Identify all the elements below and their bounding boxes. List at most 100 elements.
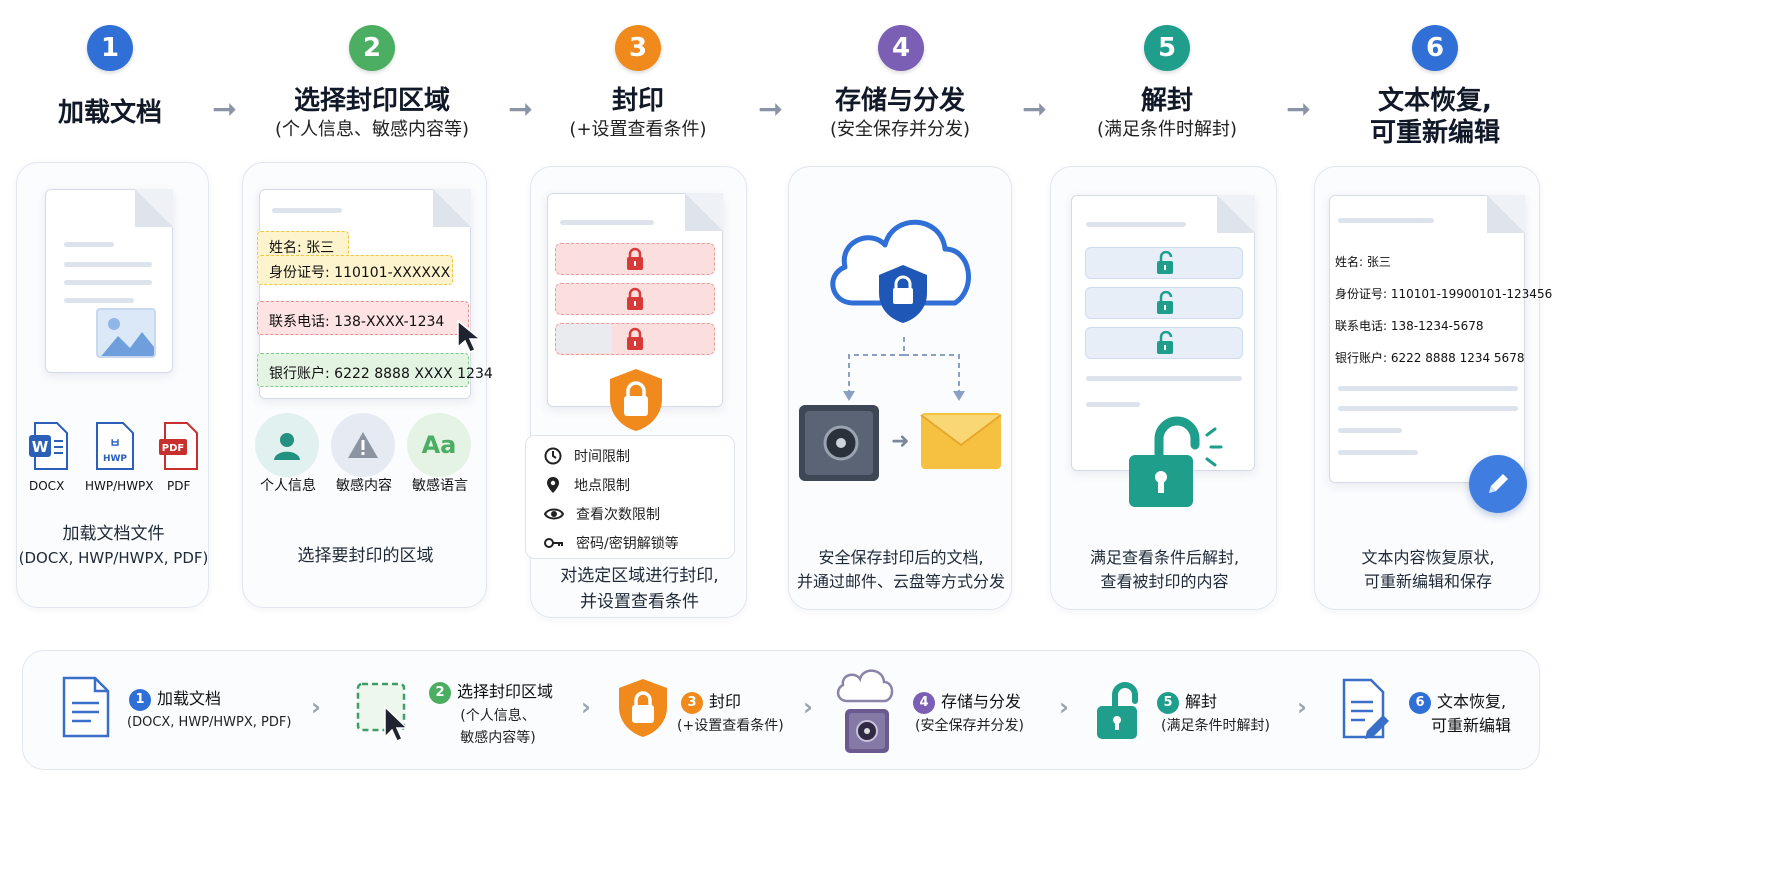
step-badge-1: 1: [87, 25, 133, 71]
category-sensitive[interactable]: [331, 413, 395, 477]
unlock-icon: [1154, 250, 1178, 279]
flow-arrow-icon: ➞: [212, 92, 238, 127]
step-subtitle-4: (安全保存并分发): [829, 119, 971, 140]
condition-label: 地点限制: [574, 478, 630, 494]
conditions-panel: 时间限制 地点限制 查看次数限制 密码/密钥解锁等: [525, 435, 735, 559]
eye-icon: [544, 508, 564, 520]
open-padlock-icon: [1127, 411, 1227, 515]
restored-id[interactable]: 身份证号: 110101-19900101-123456: [1335, 287, 1553, 301]
step-caption-6-line2: 可重新编辑和保存: [1363, 572, 1492, 591]
step-badge-2: 2: [349, 25, 395, 71]
lock-icon: [624, 247, 646, 275]
condition-password[interactable]: 密码/密钥解锁等: [544, 533, 679, 553]
step-caption-1-formats: (DOCX, HWP/HWPX, PDF): [18, 549, 209, 567]
flow-arrow-icon: ➞: [508, 92, 534, 127]
condition-view-count[interactable]: 查看次数限制: [544, 504, 660, 524]
summary-select-icon: [355, 681, 411, 745]
lock-icon: [624, 287, 646, 315]
svg-text:PDF: PDF: [162, 443, 184, 454]
format-label-pdf: PDF: [167, 479, 191, 493]
summary-sub-6: 可重新编辑: [1431, 716, 1512, 735]
sealed-row: [555, 283, 715, 315]
shield-lock-icon: [607, 367, 665, 437]
summary-unlock-icon: [1095, 679, 1147, 745]
selection-name[interactable]: [257, 231, 349, 259]
condition-label: 时间限制: [574, 449, 630, 465]
summary-doc-icon: [61, 675, 111, 743]
mail-icon: [919, 411, 1003, 475]
step-card-4: ➜ 安全保存封印后的文档, 并通过邮件、云盘等方式分发: [788, 166, 1012, 610]
category-personal[interactable]: [255, 413, 319, 477]
category-language[interactable]: Aa: [407, 413, 471, 477]
arrow-right-icon: ➜: [891, 429, 910, 454]
chevron-right-icon: ›: [581, 693, 591, 721]
step-badge-6: 6: [1412, 25, 1458, 71]
step-title-1: 加载文档: [57, 98, 162, 128]
step-subtitle-5: (满足条件时解封): [1096, 119, 1238, 140]
step-card-6: 姓名: 张三 身份证号: 110101-19900101-123456 联系电话…: [1314, 166, 1552, 610]
unlock-icon: [1154, 290, 1178, 319]
step-badge-5: 5: [1144, 25, 1190, 71]
sealed-row: [555, 323, 715, 355]
format-label-hwp: HWP/HWPX: [85, 479, 154, 493]
svg-text:W: W: [32, 438, 49, 456]
cloud-shield-icon: [823, 203, 983, 337]
flow-arrow-icon: ➞: [1286, 92, 1312, 127]
field-name: 姓名: 张三: [269, 240, 335, 256]
selection-bank[interactable]: [257, 353, 469, 387]
step-badge-3: 3: [615, 25, 661, 71]
condition-location[interactable]: 地点限制: [544, 475, 630, 495]
warning-icon: [348, 432, 378, 458]
summary-cloud-safe-icon: [835, 663, 895, 763]
summary-sub-5: (满足条件时解封): [1161, 718, 1270, 734]
summary-sub-2: (个人信息、: [460, 708, 536, 724]
field-bank: 银行账户: 6222 8888 XXXX 1234: [269, 366, 493, 382]
image-icon: [96, 308, 156, 358]
document-preview: [1329, 195, 1525, 483]
lock-icon: [624, 327, 646, 355]
step-card-2: 姓名: 张三 身份证号: 110101-XXXXXX 联系电话: 138-XXX…: [242, 162, 493, 608]
restored-phone[interactable]: 联系电话: 138-1234-5678: [1335, 319, 1484, 333]
document-icon: [45, 189, 173, 373]
key-icon: [544, 538, 563, 548]
chevron-right-icon: ›: [1059, 693, 1069, 721]
step-caption-3-line2: 并设置查看条件: [580, 592, 699, 612]
step-caption-6: 文本内容恢复原状,: [1361, 548, 1495, 567]
step-caption-1: 加载文档文件: [62, 524, 165, 544]
summary-sub-1: (DOCX, HWP/HWPX, PDF): [127, 715, 292, 730]
flow-arrow-icon: ➞: [758, 92, 784, 127]
condition-label: 查看次数限制: [576, 507, 660, 523]
restored-bank[interactable]: 银行账户: 6222 8888 1234 5678: [1335, 351, 1525, 365]
summary-edit-doc-icon: [1341, 677, 1391, 747]
step-caption-5-line2: 查看被封印的内容: [1100, 572, 1229, 591]
category-label-sensitive: 敏感内容: [336, 478, 392, 494]
step-title-6: 文本恢复,: [1378, 86, 1492, 116]
selection-phone[interactable]: [257, 301, 469, 335]
chevron-right-icon: ›: [1297, 693, 1307, 721]
selection-id[interactable]: [257, 255, 453, 285]
condition-time[interactable]: 时间限制: [544, 446, 630, 466]
chevron-right-icon: ›: [803, 693, 813, 721]
sealed-row: [555, 243, 715, 275]
step-card-1: W DOCX ㅂ HWP HWP/HWPX PDF PDF 加载文档文件 (DO…: [16, 162, 209, 608]
cursor-icon: [455, 319, 485, 359]
step-caption-4: 安全保存封印后的文档,: [818, 548, 984, 567]
hwp-icon: ㅂ HWP: [95, 421, 135, 471]
step-badge-4: 4: [878, 25, 924, 71]
unsealed-row: [1085, 247, 1243, 279]
unsealed-row: [1085, 287, 1243, 319]
edit-pencil-icon[interactable]: [1469, 455, 1527, 513]
step-title-4: 存储与分发: [834, 86, 965, 116]
step-title-2: 选择封印区域: [293, 86, 450, 116]
clock-icon: [544, 447, 562, 465]
person-icon: [274, 433, 300, 460]
location-icon: [547, 477, 559, 493]
restored-name[interactable]: 姓名: 张三: [1335, 255, 1391, 269]
